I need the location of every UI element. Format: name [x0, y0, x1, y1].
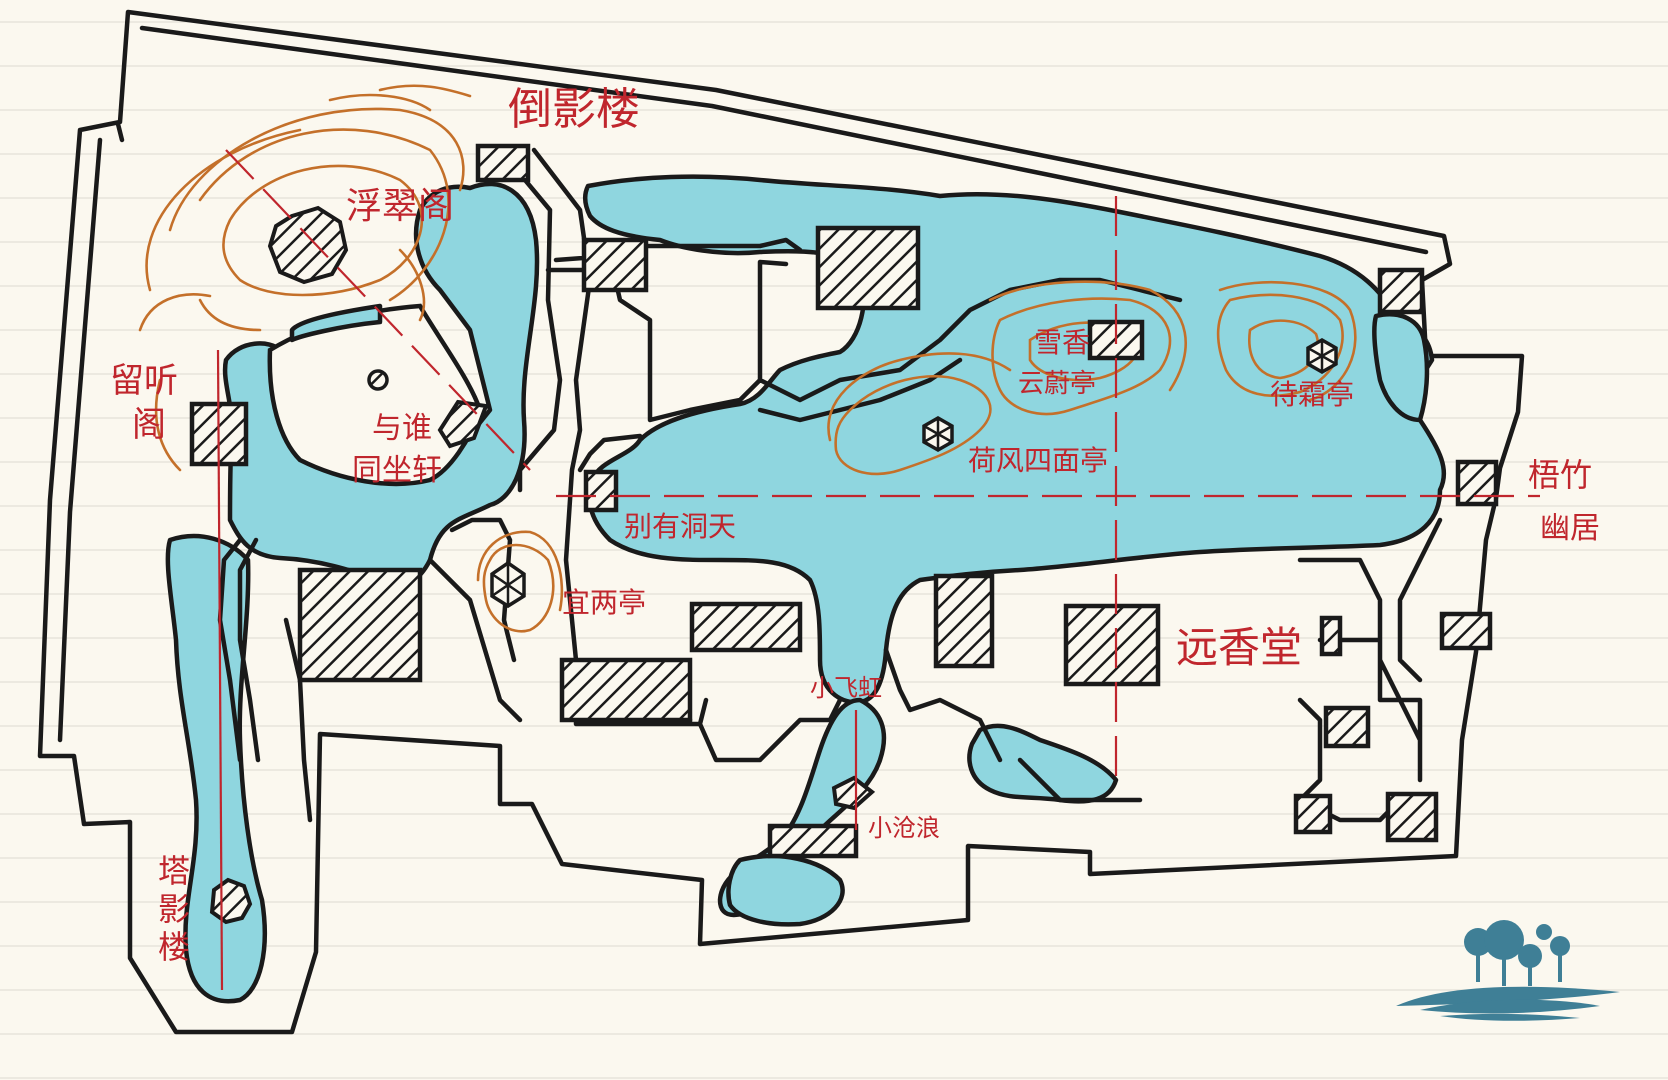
pond-central-main — [583, 174, 1447, 705]
pond-southeast-small — [967, 723, 1119, 804]
label-daishuang-ting: 待霜亭 — [1270, 378, 1354, 411]
label-taying-lou-line3: 楼 — [158, 928, 190, 966]
label-yunwei-ting: 云蔚亭 — [1018, 369, 1096, 399]
label-yuanxiang-tang: 远香堂 — [1176, 623, 1302, 672]
building-wuzhu-youju — [1455, 459, 1499, 507]
pond-island-cut — [267, 303, 483, 487]
pond-east-inlet — [1372, 312, 1430, 423]
label-taying-lou-line1: 塔 — [158, 852, 190, 890]
building-center-west — [689, 601, 803, 653]
pond-south-bottom — [726, 853, 845, 927]
outer-wall — [37, 9, 1525, 1035]
hill-northwest-contours — [138, 84, 472, 472]
building-yuanxiang-side — [1319, 615, 1343, 657]
pavilion-yiliang-ting — [490, 560, 526, 609]
building-yuanxiang-tang — [1063, 603, 1161, 687]
label-yiliang-ting: 宜两亭 — [562, 586, 646, 619]
pavilion-fucui-ge — [267, 205, 349, 285]
building-east-b — [1323, 705, 1371, 749]
label-daoying-lou: 倒影楼 — [508, 84, 640, 135]
building-center-south — [933, 573, 995, 669]
label-yushui-line1: 与谁 — [372, 411, 432, 446]
building-daoying-lou — [475, 143, 531, 183]
tree-island-logo — [1396, 920, 1620, 1021]
pavilion-hefeng-simian-ting — [922, 415, 954, 453]
label-wuzhu-line2: 幽居 — [1540, 511, 1600, 546]
building-east-a — [1439, 611, 1493, 651]
building-east-d — [1385, 791, 1439, 843]
rock-marker — [367, 369, 389, 391]
label-yushui-line2: 同坐轩 — [352, 453, 442, 488]
label-taying-lou-line2: 影 — [158, 890, 190, 928]
building-west-hall — [297, 567, 423, 683]
label-fucui-ge: 浮翠阁 — [346, 186, 454, 227]
label-liuting-ge-line2: 阁 — [132, 405, 166, 445]
hill-yiliang-contours — [476, 530, 564, 633]
building-northeast — [1377, 267, 1425, 315]
building-bieyou-dongtian — [583, 469, 619, 513]
inner-wall-line — [57, 25, 1429, 743]
pavilion-xiao-feihong-bridge — [831, 775, 876, 811]
label-xiao-canglang: 小沧浪 — [868, 814, 940, 842]
pavilion-taying-lou — [209, 877, 253, 925]
label-liuting-ge-line1: 留听 — [110, 361, 178, 401]
building-xiao-canglang — [767, 823, 859, 859]
label-hefeng-simian-ting: 荷风四面亭 — [968, 444, 1108, 477]
building-east-c — [1293, 793, 1333, 835]
axis-vertical-west — [216, 349, 224, 991]
label-wuzhu-line1: 梧竹 — [1528, 456, 1592, 494]
pond-north-channel — [289, 303, 383, 343]
building-north-b — [815, 225, 921, 311]
building-south-west — [559, 657, 693, 723]
axis-diagonal — [225, 149, 531, 471]
hill-central-contours — [827, 280, 1187, 476]
pavilion-daishuang-ting — [1306, 337, 1338, 375]
label-xuexiang: 雪香 — [1034, 326, 1090, 359]
label-bieyou-dongtian: 别有洞天 — [624, 510, 736, 543]
building-north-a — [581, 237, 649, 293]
label-xiao-feihong: 小飞虹 — [810, 674, 882, 702]
